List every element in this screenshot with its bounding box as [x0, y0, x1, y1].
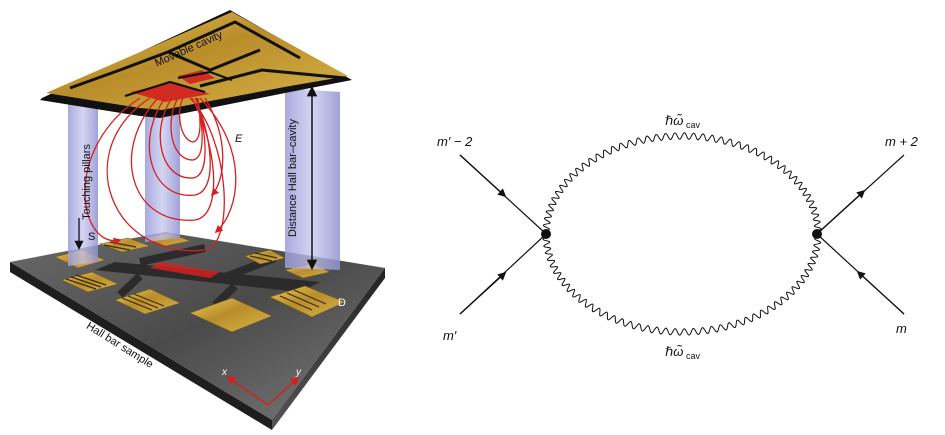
vertex-right — [812, 229, 822, 239]
touching-pillars-label: Touching pillars — [81, 144, 93, 220]
arrow-bottom-left — [459, 271, 507, 315]
vertex-left — [541, 229, 551, 239]
photon-label-bottom: ℏω̃ cav — [665, 344, 701, 361]
photon-bottom-symbol: ℏω̃ — [665, 344, 683, 359]
photon-label-top: ℏω̃ cav — [665, 113, 701, 130]
axis-y-label: y — [295, 367, 302, 378]
label-top-right: m + 2 — [885, 134, 919, 149]
electric-field-lines — [84, 97, 237, 252]
source-label: S — [88, 231, 95, 243]
coordinate-axes — [226, 375, 300, 406]
photon-top-symbol: ℏω̃ — [665, 113, 683, 128]
photon-loop — [542, 132, 822, 336]
photon-bottom-subscript: cav — [686, 351, 701, 361]
arrow-top-left — [459, 154, 507, 198]
axis-x-label: x — [221, 367, 228, 378]
label-bottom-right: m — [896, 321, 907, 336]
electric-field-label: E — [235, 133, 243, 145]
distance-label: Distance Hall bar–cavity — [287, 119, 299, 237]
arrow-bottom-right — [856, 270, 905, 315]
drain-label: D — [338, 297, 346, 309]
label-top-left: m′ − 2 — [437, 134, 473, 149]
arrow-top-right — [817, 189, 866, 234]
feynman-diagram: m′ − 2 m′ m + 2 m ℏω̃ cav ℏω̃ cav — [437, 113, 919, 361]
photon-top-subscript: cav — [686, 120, 701, 130]
label-bottom-left: m′ — [443, 328, 457, 343]
cavity-device-illustration: Movable cavity E Touching pillars Distan… — [10, 10, 385, 430]
movable-cavity-plate — [40, 10, 352, 118]
